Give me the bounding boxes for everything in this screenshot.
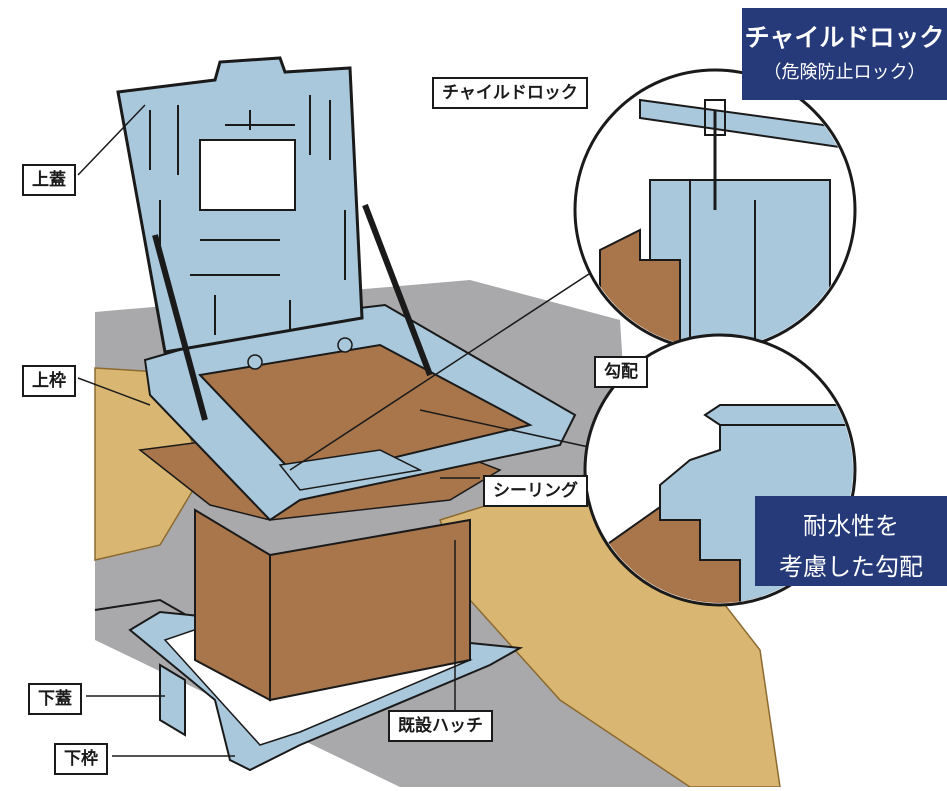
frame-bolt <box>247 354 263 370</box>
label-bottom-frame: 下枠 <box>54 743 108 775</box>
label-slope: 勾配 <box>594 356 648 388</box>
label-existing-hatch: 既設ハッチ <box>388 710 493 742</box>
lock-clasp-icon <box>704 99 726 136</box>
bottom-lid <box>159 663 186 737</box>
child-lock-banner-subtitle: （危険防止ロック） <box>763 62 926 83</box>
child-lock-banner-title: チャイルドロック <box>744 23 945 52</box>
lid-strut-left <box>152 234 208 421</box>
label-top-frame: 上枠 <box>22 365 76 397</box>
top-frame-inner <box>197 343 533 482</box>
label-sealing: シーリング <box>483 475 588 507</box>
child-lock-banner: チャイルドロック （危険防止ロック） <box>742 8 947 100</box>
waterproof-slope-banner: 耐水性を 考慮した勾配 <box>755 496 947 586</box>
detail-circle-child-lock <box>573 68 857 352</box>
lid-window <box>199 139 296 211</box>
box-front-face <box>269 518 471 702</box>
top-frame-floor <box>278 449 423 491</box>
waterproof-banner-line2: 考慮した勾配 <box>779 553 923 581</box>
lid-ribs <box>149 95 346 335</box>
waterproof-banner-line1: 耐水性を <box>803 512 899 540</box>
lid-strut-right <box>362 203 433 377</box>
label-bottom-lid: 下蓋 <box>28 683 82 715</box>
frame-bolt <box>337 337 353 353</box>
label-top-lid: 上蓋 <box>22 164 76 196</box>
label-child-lock: チャイルドロック <box>432 77 588 109</box>
